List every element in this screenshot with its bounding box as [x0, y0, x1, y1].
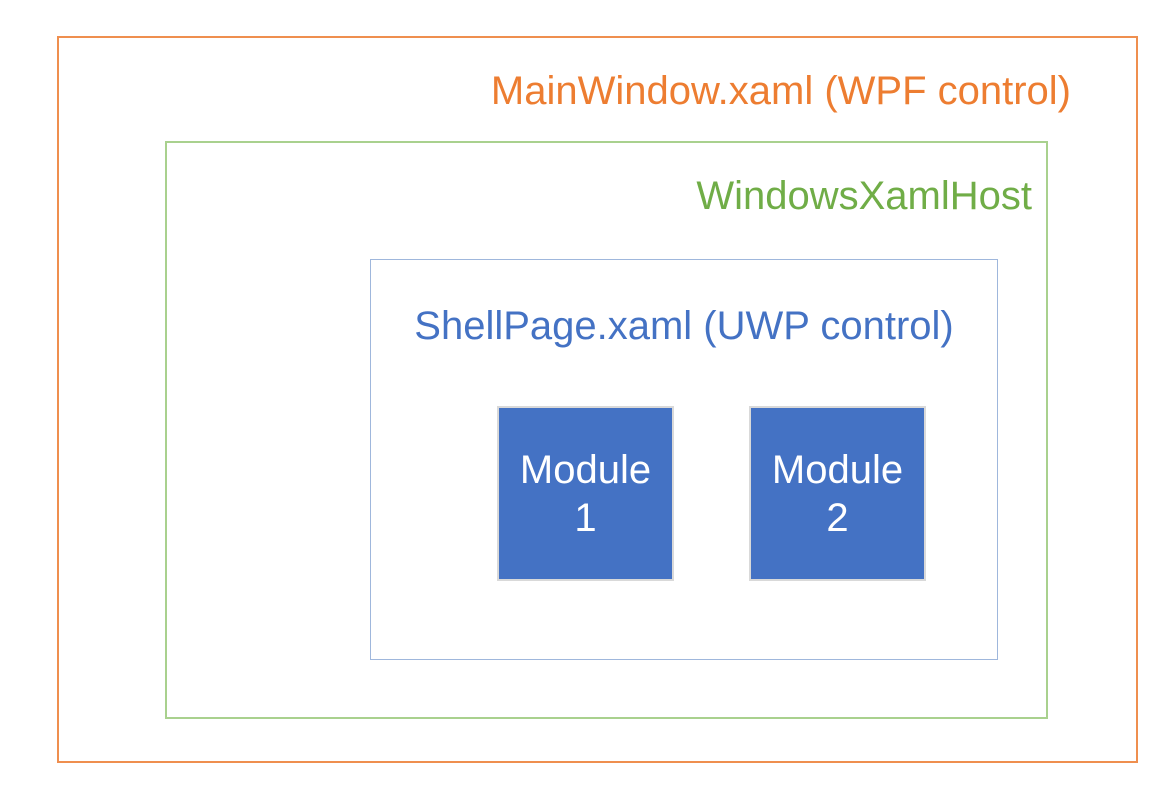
xaml-host-box: WindowsXamlHost ShellPage.xaml (UWP cont…	[165, 141, 1048, 719]
module-2-label-line1: Module	[771, 447, 904, 492]
module-2-label-line2: 2	[826, 495, 849, 540]
wpf-window-label: MainWindow.xaml (WPF control)	[490, 69, 1071, 113]
module-1-box: Module 1	[497, 406, 674, 581]
module-2-box: Module 2	[749, 406, 926, 581]
shell-page-label: ShellPage.xaml (UWP control)	[414, 304, 954, 348]
shell-page-box: ShellPage.xaml (UWP control) Module 1 Mo…	[370, 259, 998, 660]
xaml-host-label: WindowsXamlHost	[696, 174, 1032, 218]
wpf-window-box: MainWindow.xaml (WPF control) WindowsXam…	[57, 36, 1138, 763]
module-1-label-line1: Module	[519, 447, 652, 492]
module-1-label-line2: 1	[574, 495, 597, 540]
